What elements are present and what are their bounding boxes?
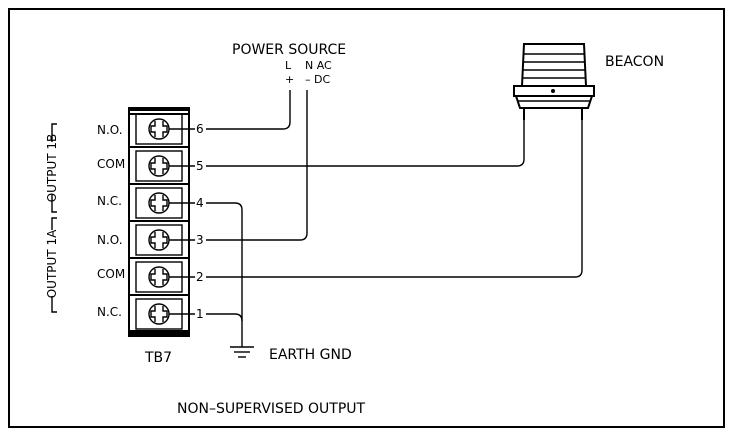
contact-label-terminal-3: N.O. (97, 233, 123, 247)
power-source-title: POWER SOURCE (232, 42, 346, 58)
terminal-block-label: TB7 (144, 350, 172, 366)
earth-ground-icon (230, 346, 254, 358)
terminal-number-6: 6 (196, 122, 204, 136)
diagram-frame: POWER SOURCE L N AC + – DC BEACON OUTPUT… (8, 8, 725, 428)
screw-icon-terminal-6 (148, 118, 170, 140)
wire-terminal-6-to-power-l (206, 90, 291, 130)
screw-icon-terminal-3 (148, 229, 170, 251)
earth-ground-label: EARTH GND (269, 347, 352, 363)
screw-icon-terminal-1 (148, 303, 170, 325)
contact-label-terminal-5: COM (97, 157, 125, 171)
output-1a-bracket (51, 217, 57, 313)
wire-terminal-4-to-ground (206, 202, 243, 347)
output-1b-bracket (51, 123, 57, 213)
contact-label-terminal-2: COM (97, 267, 125, 281)
terminal-number-1: 1 (196, 307, 204, 321)
contact-label-terminal-1: N.C. (97, 305, 122, 319)
beacon-icon (513, 43, 595, 120)
wire-terminal-1-to-ground (206, 313, 243, 322)
terminal-block (128, 107, 190, 337)
wire-terminal-5-to-beacon (206, 120, 525, 167)
terminal-number-5: 5 (196, 159, 204, 173)
wire-terminal-2-to-beacon (206, 120, 583, 278)
terminal-number-3: 3 (196, 233, 204, 247)
power-source-plus-label: + (285, 73, 294, 86)
screw-icon-terminal-5 (148, 155, 170, 177)
power-source-n-ac-label: N AC (305, 59, 332, 72)
beacon-label: BEACON (605, 54, 664, 70)
power-source-l-label: L (285, 59, 292, 72)
terminal-number-4: 4 (196, 196, 204, 210)
output-1a-label: OUTPUT 1A (45, 229, 59, 298)
screw-icon-terminal-2 (148, 266, 170, 288)
wiring-diagram: POWER SOURCE L N AC + – DC BEACON OUTPUT… (45, 42, 664, 417)
power-source-minus-dc-label: – DC (305, 73, 330, 86)
output-1b-label: OUTPUT 1B (45, 134, 59, 203)
terminal-number-2: 2 (196, 270, 204, 284)
screw-icon-terminal-4 (148, 192, 170, 214)
contact-label-terminal-6: N.O. (97, 123, 123, 137)
contact-label-terminal-4: N.C. (97, 194, 122, 208)
wire-terminal-3-to-power-n (206, 90, 308, 241)
diagram-caption: NON–SUPERVISED OUTPUT (177, 401, 366, 417)
